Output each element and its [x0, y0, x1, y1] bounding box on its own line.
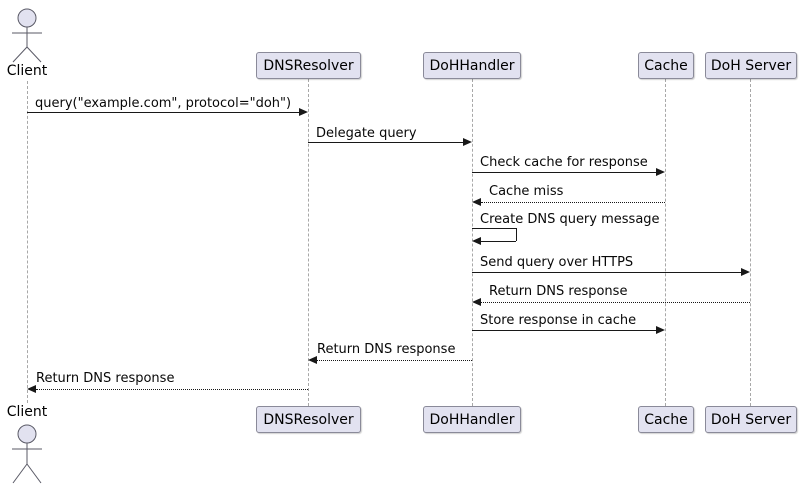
- message-returnresponse3-line: [36, 389, 308, 390]
- participant-dohserver-top: DoH Server: [705, 52, 797, 79]
- message-sendhttps-label: Send query over HTTPS: [480, 255, 634, 270]
- actor-client-label-top: Client: [6, 63, 48, 79]
- participant-dnsresolver-bottom: DNSResolver: [256, 406, 361, 433]
- message-checkcache-label: Check cache for response: [480, 155, 648, 170]
- lifeline-dohserver: [750, 79, 751, 406]
- message-checkcache-line: [472, 172, 656, 173]
- arrowhead-icon: [472, 237, 481, 245]
- message-storecache-label: Store response in cache: [480, 313, 637, 328]
- arrowhead-icon: [656, 326, 665, 334]
- message-createquery-label: Create DNS query message: [480, 212, 660, 227]
- arrowhead-icon: [299, 108, 308, 116]
- message-cachemiss-line: [481, 202, 665, 203]
- actor-client-label-bottom: Client: [6, 404, 48, 420]
- message-returnresponse2-line: [317, 360, 472, 361]
- arrowhead-icon: [656, 168, 665, 176]
- arrowhead-icon: [27, 385, 36, 393]
- message-sendhttps-line: [472, 272, 741, 273]
- arrowhead-icon: [472, 198, 481, 206]
- message-createquery-line-bottom: [481, 241, 516, 242]
- stick-figure-icon: [12, 424, 42, 484]
- message-returnresponse1-label: Return DNS response: [489, 284, 628, 299]
- participant-dohhandler-top: DoHHandler: [423, 52, 521, 79]
- arrowhead-icon: [308, 356, 317, 364]
- participant-cache-top: Cache: [638, 52, 694, 79]
- participant-dohserver-bottom: DoH Server: [705, 406, 797, 433]
- message-returnresponse2-label: Return DNS response: [317, 342, 456, 357]
- message-delegate-line: [308, 142, 463, 143]
- stick-figure-icon: [12, 8, 42, 63]
- participant-dnsresolver-top: DNSResolver: [256, 52, 361, 79]
- lifeline-cache: [665, 79, 666, 406]
- message-returnresponse1-line: [481, 302, 750, 303]
- arrowhead-icon: [463, 138, 472, 146]
- message-createquery-line-side: [516, 228, 517, 241]
- participant-cache-bottom: Cache: [638, 406, 694, 433]
- message-returnresponse3-label: Return DNS response: [36, 371, 175, 386]
- arrowhead-icon: [741, 268, 750, 276]
- message-query-label: query("example.com", protocol="doh"): [35, 96, 292, 111]
- message-createquery-line-top: [472, 228, 516, 229]
- participant-dohhandler-bottom: DoHHandler: [423, 406, 521, 433]
- lifeline-client: [27, 81, 28, 403]
- arrowhead-icon: [472, 298, 481, 306]
- message-delegate-label: Delegate query: [316, 126, 417, 141]
- message-cachemiss-label: Cache miss: [489, 184, 564, 199]
- message-query-line: [27, 112, 299, 113]
- message-storecache-line: [472, 330, 656, 331]
- lifeline-dnsresolver: [308, 79, 309, 406]
